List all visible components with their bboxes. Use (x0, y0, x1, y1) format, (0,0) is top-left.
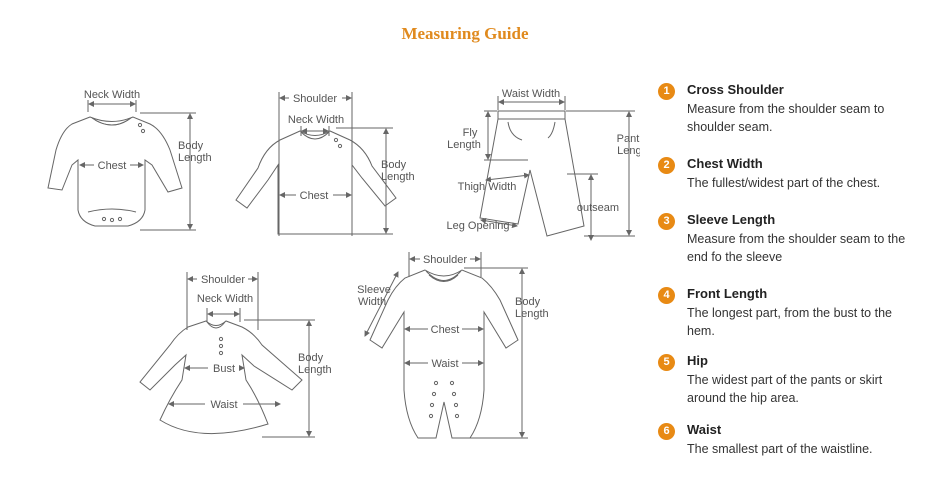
pants-fly-label: Fly (463, 127, 478, 139)
shirt-neck-width-label: Neck Width (288, 114, 344, 126)
page-title: Measuring Guide (401, 24, 529, 43)
bodysuit-chest-label: Chest (98, 160, 127, 172)
number-badge: 2 (658, 157, 675, 174)
number-badge: 1 (658, 83, 675, 100)
guide-title: Cross Shoulder (687, 82, 784, 97)
bodysuit-diagram: Neck Width Chest Body Length (47, 89, 212, 231)
guide-description: Measure from the shoulder seam to the en… (687, 232, 906, 264)
dress-shoulder-label: Shoulder (201, 274, 245, 286)
pants-waist-width-label: Waist Width (502, 88, 560, 100)
romper-waist-label: Waist (431, 358, 458, 370)
romper-diagram: Shoulder Sleeve Width Chest Waist Body L… (357, 252, 549, 439)
guide-description: The widest part of the pants or skirt ar… (687, 373, 883, 405)
shirt-chest-label: Chest (300, 190, 329, 202)
shirt-diagram: Shoulder Neck Width Chest Body Length (235, 92, 415, 236)
pants-outseam-label: outseam (577, 202, 619, 214)
dress-body-label: Body (298, 352, 324, 364)
dress-waist-label: Waist (210, 399, 237, 411)
pants-leg-opening-label: Leg Opening (447, 220, 510, 232)
shirt-length-label: Length (381, 171, 415, 183)
guide-title: Front Length (687, 286, 768, 301)
guide-description: The fullest/widest part of the chest. (687, 176, 881, 190)
romper-shoulder-label: Shoulder (423, 254, 467, 266)
pants-pant-label: Pant (617, 133, 640, 145)
romper-length-label: Length (515, 308, 549, 320)
dress-diagram: Shoulder Neck Width Bust Waist Body Leng… (139, 272, 332, 438)
bodysuit-length-label: Length (178, 152, 212, 164)
guide-title: Chest Width (687, 156, 763, 171)
dress-bust-label: Bust (213, 363, 235, 375)
guide-title: Sleeve Length (687, 212, 776, 227)
romper-sleeve-label: Sleeve (357, 284, 391, 296)
guide-title: Waist (687, 422, 722, 437)
romper-body-label: Body (515, 296, 541, 308)
guide-description: The smallest part of the waistline. (687, 442, 873, 456)
pants-thigh-width-label: Thigh Width (458, 181, 517, 193)
guide-description: Measure from the shoulder seam to should… (687, 102, 885, 134)
romper-chest-label: Chest (431, 324, 460, 336)
garment-diagrams: Neck Width Chest Body Length Shoulder Ne… (47, 88, 640, 439)
dress-neck-width-label: Neck Width (197, 293, 253, 305)
bodysuit-body-label: Body (178, 140, 204, 152)
pants-pant-length-label: Length (617, 145, 640, 157)
number-badge: 5 (658, 354, 675, 371)
romper-width-label: Width (358, 296, 386, 308)
bodysuit-neck-width-label: Neck Width (84, 89, 140, 101)
dress-length-label: Length (298, 364, 332, 376)
number-badge: 4 (658, 287, 675, 304)
guide-title: Hip (687, 353, 708, 368)
pants-fly-length-label: Length (447, 139, 481, 151)
number-badge: 3 (658, 213, 675, 230)
pants-diagram: Waist Width Fly Length Pant Length Thigh… (447, 88, 640, 241)
shirt-shoulder-label: Shoulder (293, 93, 337, 105)
guide-description: The longest part, from the bust to the h… (687, 306, 892, 338)
shirt-body-label: Body (381, 159, 407, 171)
number-badge: 6 (658, 423, 675, 440)
